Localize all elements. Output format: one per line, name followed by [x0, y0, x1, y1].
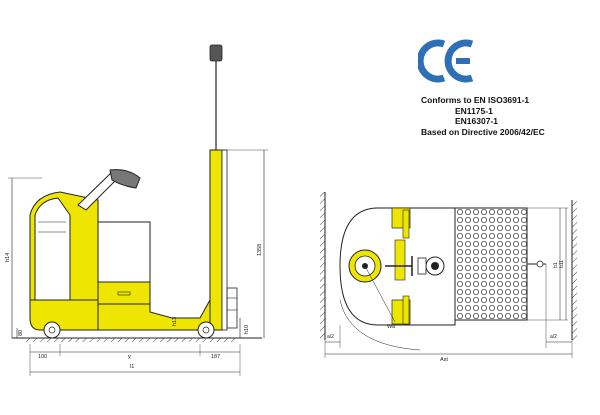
conformity-line-3: EN16307-1 [455, 116, 499, 126]
chassis [97, 299, 223, 331]
dim-h10: h10 [244, 325, 250, 334]
dim-1358: 1358 [257, 244, 263, 256]
conformity-line-1: Conforms to EN ISO3691-1 [421, 95, 530, 105]
dim-a2-right: a/2 [550, 334, 557, 340]
dim-187: 187 [211, 354, 220, 360]
truck-front-panel [34, 197, 71, 301]
dim-b11: b11 [559, 260, 565, 268]
tow-hitch [536, 260, 544, 268]
dim-100: 100 [38, 354, 47, 360]
conformity-line-4: Based on Directive 2006/42/EC [421, 126, 545, 137]
top-view: b1 b11 Wa a/2 a/2 Ast [320, 192, 577, 363]
platform-deck [454, 207, 528, 321]
dim-l1: l1 [130, 364, 134, 370]
dim-h13: h13 [172, 317, 178, 326]
dim-y: y [128, 354, 131, 360]
mast [209, 149, 223, 331]
dim-a2-left: a/2 [327, 334, 334, 340]
truck-lower-body [29, 299, 99, 331]
battery-cover [97, 281, 151, 305]
certification-text: Conforms to EN ISO3691-1 EN1175-1 EN1630… [421, 95, 545, 137]
beacon-light [209, 44, 223, 62]
rear-wheel [197, 321, 215, 339]
tiller-head [109, 169, 141, 189]
conformity-line-2: EN1175-1 [455, 105, 493, 116]
dim-h14: h14 [5, 253, 11, 262]
dim-b1: b1 [553, 262, 559, 268]
battery-compartment [97, 221, 151, 283]
ce-mark [418, 39, 474, 83]
dim-ast: Ast [440, 357, 448, 363]
dim-80: 80 [18, 330, 24, 336]
side-view: h14 1358 h10 80 h13 100 y 187 l1 [5, 44, 268, 376]
front-wheel [43, 321, 61, 339]
dim-wa: Wa [387, 324, 396, 330]
ground-hatch [22, 338, 237, 342]
